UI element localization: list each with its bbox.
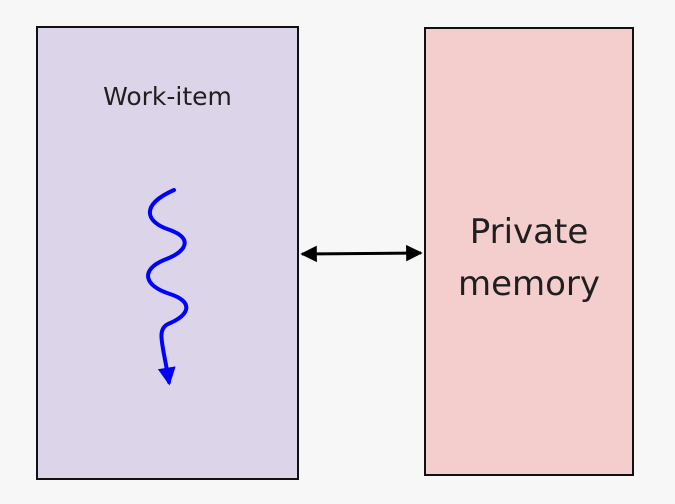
private-memory-box — [424, 27, 634, 476]
bidirectional-arrow — [300, 244, 423, 263]
private-memory-label-line2: memory — [457, 264, 601, 304]
work-item-label: Work-item — [103, 82, 232, 111]
private-memory-label: Private memory — [424, 206, 634, 310]
private-memory-label-line1: Private — [469, 212, 589, 252]
